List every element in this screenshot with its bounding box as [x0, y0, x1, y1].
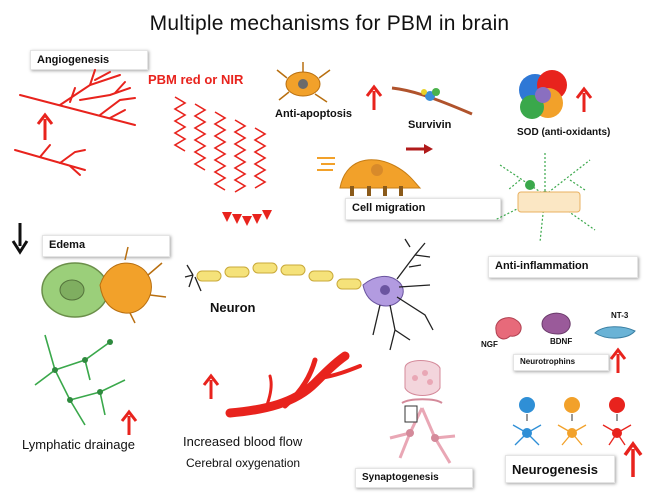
neuron-icon [184, 238, 434, 351]
angiogenesis-label: Angiogenesis [37, 54, 110, 66]
nt3-label: NT-3 [611, 311, 629, 320]
pbm-light-label: PBM red or NIR [148, 72, 244, 87]
sod-enzyme-icon [519, 70, 567, 119]
anti-apoptosis-label: Anti-apoptosis [275, 108, 352, 120]
blood-flow-up-arrow-icon [202, 373, 220, 399]
edema-label: Edema [49, 239, 86, 251]
anti-inflammation-label: Anti-inflammation [495, 260, 589, 272]
neural-stem-cells-icon [512, 397, 632, 446]
cell-migration-direction-arrow-icon [406, 144, 433, 154]
apoptotic-cell-icon [276, 62, 331, 103]
inflammation-block-icon [517, 191, 581, 213]
neurogenesis-label: Neurogenesis [512, 462, 598, 477]
diagram-title: Multiple mechanisms for PBM in brain [149, 12, 510, 35]
cerebral-oxygenation-label: Cerebral oxygenation [186, 456, 301, 470]
bdnf-label: BDNF [550, 337, 573, 346]
nt3-protein-icon [594, 326, 636, 339]
ngf-protein-icon [495, 317, 522, 340]
edema-astrocyte-icon [41, 246, 167, 324]
lymphatic-drainage-label: Lymphatic drainage [22, 437, 135, 452]
synapse-icon [389, 360, 456, 464]
pbm-light-beam-icon [173, 96, 272, 226]
edema-down-arrow-icon [11, 223, 29, 255]
neuron-label: Neuron [210, 300, 256, 315]
ngf-label: NGF [481, 340, 498, 349]
neurotrophins-label-box: Neurotrophins [513, 354, 609, 371]
synaptogenesis-label-box: Synaptogenesis [355, 468, 473, 488]
angiogenesis-up-arrow-icon [36, 112, 54, 140]
cell-migration-label: Cell migration [352, 202, 426, 214]
sod-label: SOD (anti-oxidants) [517, 127, 611, 138]
survivin-protein-icon [391, 86, 473, 116]
edema-label-box: Edema [42, 235, 170, 257]
cell-migration-label-box: Cell migration [345, 198, 501, 220]
blood-vessel-icon [225, 351, 362, 418]
migrating-cell-icon [317, 157, 422, 196]
blood-flow-label: Increased blood flow [183, 434, 303, 449]
lymphatic-up-arrow-icon [120, 409, 138, 435]
neurogenesis-label-box: Neurogenesis [505, 455, 615, 483]
bdnf-protein-icon [541, 312, 571, 335]
sod-up-arrow-icon [575, 86, 593, 112]
lymphatic-vessels-icon [34, 334, 126, 426]
anti-inflammation-label-box: Anti-inflammation [488, 256, 638, 278]
synaptogenesis-label: Synaptogenesis [362, 472, 439, 483]
neurogenesis-up-arrow-icon [623, 441, 643, 477]
survivin-label: Survivin [408, 119, 452, 131]
angiogenesis-label-box: Angiogenesis [30, 50, 148, 70]
neurotrophins-label: Neurotrophins [520, 357, 576, 366]
neurotrophins-up-arrow-icon [609, 347, 627, 373]
anti-apoptosis-up-arrow-icon [365, 84, 383, 110]
